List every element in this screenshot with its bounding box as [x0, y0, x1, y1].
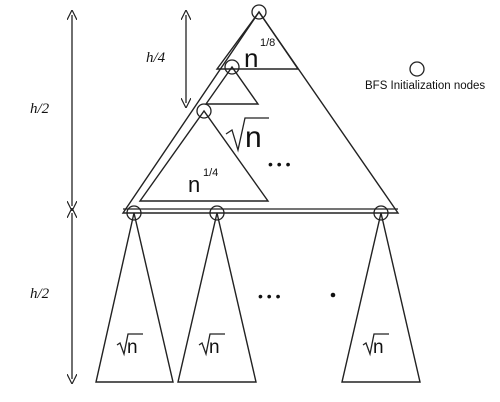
bottom-extra-dot — [330, 292, 336, 298]
sqrt-n-leaf-1: n — [127, 337, 138, 358]
bottom-ellipsis: • • • — [258, 288, 281, 304]
h-quarter-label: h/4 — [146, 50, 166, 66]
top-tree-triangle — [121, 10, 400, 214]
n-eighth-exponent: 1/8 — [260, 37, 275, 49]
top-ellipsis: • • • — [268, 156, 291, 172]
n-eighth-subtree-triangle — [215, 10, 300, 70]
bottom-subtree-1 — [95, 212, 174, 383]
n-quarter-exponent: 1/4 — [203, 167, 218, 179]
bfs-node-2 — [224, 59, 240, 75]
bfs-node-4 — [126, 205, 142, 221]
n-quarter-subtree-triangle — [138, 109, 270, 202]
bfs-node-6 — [373, 205, 389, 221]
bfs-node-5 — [209, 205, 225, 221]
h-half-top-label: h/2 — [30, 101, 50, 117]
bfs-node-3 — [196, 103, 212, 119]
bottom-subtree-2 — [177, 212, 257, 383]
radical-sign-icon — [362, 333, 389, 357]
radical-sign-icon — [116, 333, 143, 357]
bfs-node-root — [251, 4, 267, 20]
n-eighth-base: n — [244, 43, 258, 73]
legend-circle-icon — [409, 61, 425, 77]
legend-label: BFS Initialization nodes — [365, 80, 485, 92]
small-subtree-triangle — [204, 65, 260, 105]
radical-sign-icon — [225, 117, 269, 153]
sqrt-n-leaf-2: n — [209, 337, 220, 358]
bottom-subtree-3 — [341, 212, 421, 383]
sqrt-n-leaf-3: n — [373, 337, 384, 358]
radical-sign-icon — [198, 333, 225, 357]
sqrt-n-mid-label: n — [245, 121, 262, 154]
h-half-bottom-label: h/2 — [30, 286, 50, 302]
n-quarter-base: n — [188, 172, 200, 197]
